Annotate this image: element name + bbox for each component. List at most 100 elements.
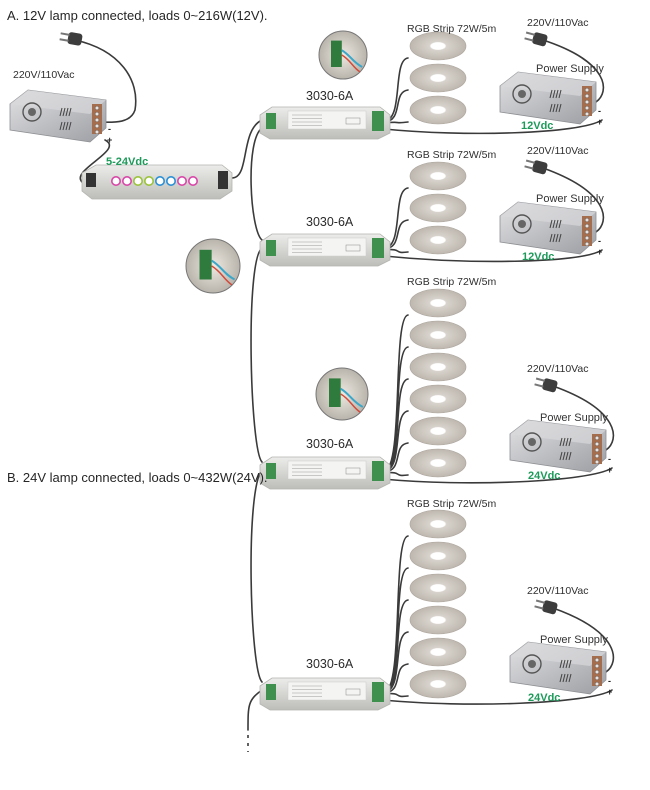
bus-wire-2 <box>250 247 263 463</box>
led-strip-reel <box>409 352 467 382</box>
terminal-screw <box>584 94 589 99</box>
vent-slot <box>62 107 66 117</box>
plug-body <box>67 32 83 46</box>
amplifier-2-ps-label: Power Supply <box>536 193 604 205</box>
input-connector <box>86 173 96 187</box>
vent-slot <box>549 233 553 243</box>
amplifier-3-model: 3030-6A <box>306 437 354 451</box>
fan-hub <box>518 220 526 228</box>
led-strip-reel <box>409 161 467 191</box>
reel-hole <box>431 299 445 307</box>
led-strip-reel <box>409 288 467 318</box>
vent-slot <box>562 451 566 461</box>
ac-plug-icon <box>534 377 558 393</box>
controller-button <box>110 176 121 186</box>
vent-slot <box>68 121 72 131</box>
vent-slot <box>568 673 572 683</box>
terminal-screw <box>594 454 599 459</box>
vent-slot <box>552 233 556 243</box>
led-controller <box>81 164 233 200</box>
output-terminal <box>372 461 384 481</box>
power-supply: -+ <box>509 419 612 475</box>
terminal-screw <box>594 436 599 441</box>
amplifier-1-ps-label: Power Supply <box>536 63 604 75</box>
led-strip-reel <box>409 416 467 446</box>
power-supply-top <box>500 72 596 96</box>
amplifier-3030-6a <box>259 677 391 711</box>
controller-button <box>121 176 132 186</box>
plug-body <box>542 378 558 393</box>
amplifier-3-dc-label: 24Vdc <box>528 470 561 482</box>
ac-plug-icon <box>524 159 548 175</box>
controller-button <box>155 176 166 186</box>
devices-layer: -+-+-+-+-+ <box>9 30 612 711</box>
terminal-screw <box>584 230 589 235</box>
led-strip-reel <box>409 573 467 603</box>
vent-slot <box>558 233 562 243</box>
amplifier-1-model: 3030-6A <box>306 89 354 103</box>
terminal-screw <box>594 442 599 447</box>
reel-hole <box>431 331 445 339</box>
vent-slot <box>558 219 562 229</box>
reel-hole <box>431 42 445 50</box>
bus-wire-4 <box>247 689 263 731</box>
reel-hole <box>431 552 445 560</box>
amplifier-4-model: 3030-6A <box>306 657 354 671</box>
led-strip-reel <box>409 95 467 125</box>
ce-mark <box>345 467 361 475</box>
dc-power-wire <box>383 689 613 705</box>
zoom-terminal-block <box>331 40 342 67</box>
ac-plug-icon <box>524 31 548 47</box>
vent-slot <box>555 233 559 243</box>
vent-slot <box>552 89 556 99</box>
connector-zoom-detail <box>318 30 368 80</box>
vent-slot <box>59 121 63 131</box>
vent-slot <box>555 103 559 113</box>
vent-slot <box>558 89 562 99</box>
vent-slot <box>68 107 72 117</box>
terminal-screw <box>594 670 599 675</box>
ac-cord <box>552 385 615 451</box>
output-connector <box>218 171 228 189</box>
terminal-screw <box>584 224 589 229</box>
reel-hole <box>431 459 445 467</box>
terminal-screw <box>594 658 599 663</box>
reel-hole <box>431 395 445 403</box>
vent-slot <box>558 103 562 113</box>
vent-slot <box>552 103 556 113</box>
ce-mark <box>345 688 361 696</box>
dc-power-wire <box>383 119 603 135</box>
power-supply: -+ <box>509 641 612 697</box>
terminal-minus-sign: - <box>598 106 601 116</box>
main-ac-label: 220V/110Vac <box>13 69 75 81</box>
fan-icon <box>512 84 532 104</box>
fan-icon <box>522 432 542 452</box>
vent-slot <box>565 451 569 461</box>
plug-body <box>532 32 548 47</box>
reel-hole <box>431 648 445 656</box>
vent-slot <box>549 89 553 99</box>
controller-button <box>132 176 143 186</box>
terminal-screw <box>594 676 599 681</box>
reel-hole <box>431 74 445 82</box>
vent-slot <box>555 219 559 229</box>
plug-pin <box>525 159 536 164</box>
terminal-plus-sign: + <box>107 135 112 145</box>
zoom-wire <box>341 54 361 73</box>
terminal-minus-sign: - <box>598 236 601 246</box>
led-strip-reel <box>409 31 467 61</box>
controller-power-wire <box>79 139 110 183</box>
terminal-screw <box>94 130 99 135</box>
controller-button <box>188 176 199 186</box>
amplifier-2-model: 3030-6A <box>306 215 354 229</box>
amplifier-2-dc-label: 12Vdc <box>522 251 555 263</box>
terminal-minus-sign: - <box>608 676 611 686</box>
zoom-wire <box>211 259 236 281</box>
vent-slot <box>562 673 566 683</box>
amplifier-1-ac-label: 220V/110Vac <box>527 17 589 29</box>
reel-hole <box>431 680 445 688</box>
vent-slot <box>562 659 566 669</box>
zoom-terminal-block <box>329 378 341 407</box>
vent-slot <box>565 437 569 447</box>
